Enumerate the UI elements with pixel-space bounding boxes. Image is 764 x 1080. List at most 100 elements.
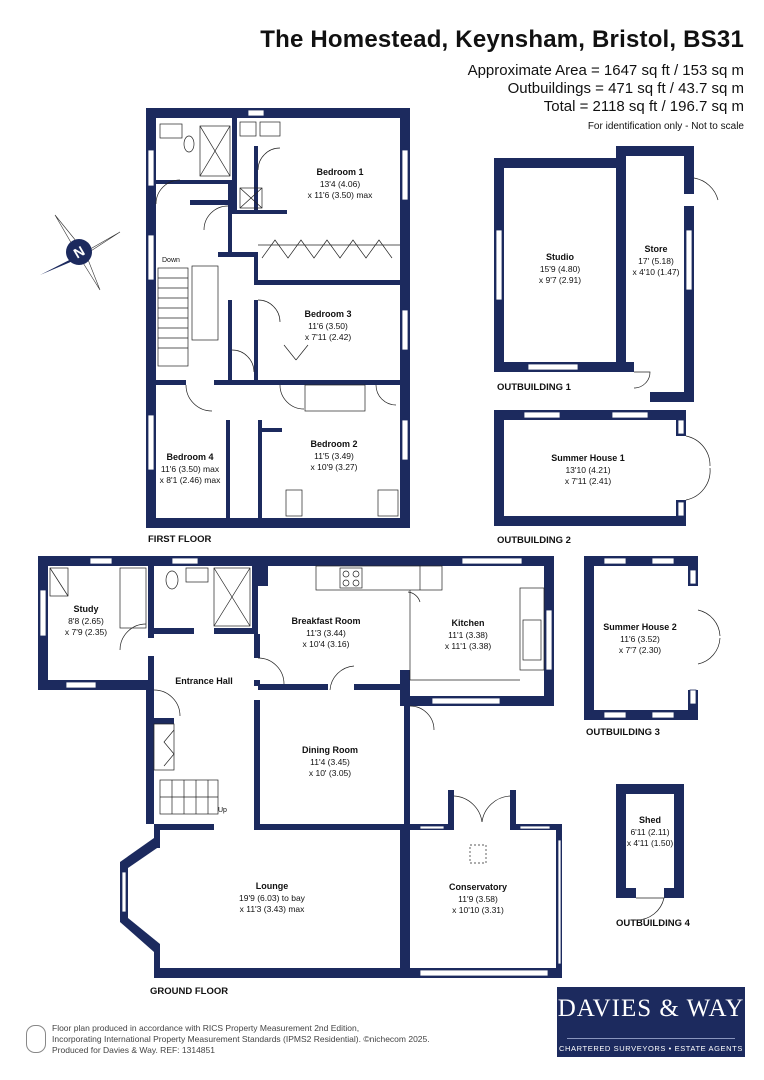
store-name: Store: [644, 244, 667, 254]
study-name: Study: [73, 604, 98, 614]
window: [121, 871, 127, 913]
study-dim2: x 7'9 (2.35): [65, 627, 107, 637]
outbuilding-1-label: OUTBUILDING 1: [497, 382, 572, 393]
logo-divider: [567, 1038, 735, 1039]
window: [603, 557, 627, 565]
conservatory-name: Conservatory: [449, 882, 507, 892]
outbuilding-4-plan: [616, 784, 684, 921]
ground-floor-plan: [38, 556, 562, 978]
window: [519, 825, 551, 830]
hall-name: Entrance Hall: [175, 676, 233, 686]
bedroom4-dim1: 11'6 (3.50) max: [161, 464, 220, 474]
shed-name: Shed: [639, 815, 661, 825]
summer2-dim1: 11'6 (3.52): [620, 634, 660, 644]
window: [495, 229, 503, 301]
window: [689, 689, 697, 705]
first-floor-label: FIRST FLOOR: [148, 534, 211, 545]
summer2-dim2: x 7'7 (2.30): [619, 645, 661, 655]
bedroom4-name: Bedroom 4: [166, 452, 213, 462]
logo-brand: DAVIES & WAY: [557, 995, 745, 1022]
shower-tray: [199, 125, 231, 177]
window: [685, 229, 693, 291]
bedroom2-name: Bedroom 2: [310, 439, 357, 449]
outbuilding-2-plan: [494, 410, 711, 526]
bedroom3-name: Bedroom 3: [304, 309, 351, 319]
summer1-dim2: x 7'11 (2.41): [565, 476, 612, 486]
outbuilding-4-label: OUTBUILDING 4: [616, 918, 691, 929]
summer1-name: Summer House 1: [551, 453, 625, 463]
conservatory-dim1: 11'9 (3.58): [458, 894, 498, 904]
footer-notes: Floor plan produced in accordance with R…: [52, 1023, 430, 1056]
stairs-first-floor: [157, 265, 219, 367]
window: [523, 411, 561, 419]
outbuilding-3-plan: [584, 556, 721, 720]
area-summary: Approximate Area = 1647 sq ft / 153 sq m…: [468, 62, 744, 116]
window: [401, 419, 409, 461]
lounge-dim1: 19'9 (6.03) to bay: [239, 893, 306, 903]
window: [247, 109, 265, 117]
first-floor-plan: [146, 108, 410, 528]
summer1-dim1: 13'10 (4.21): [565, 465, 610, 475]
washbasin: [259, 121, 281, 137]
kitchen-name: Kitchen: [451, 618, 484, 628]
breakfast-dim1: 11'3 (3.44): [306, 628, 346, 638]
dining-dim2: x 10' (3.05): [309, 768, 351, 778]
bedroom4-dim2: x 8'1 (2.46) max: [160, 475, 221, 485]
window: [677, 501, 685, 517]
breakfast-name: Breakfast Room: [291, 616, 360, 626]
lounge-name: Lounge: [256, 881, 289, 891]
window: [147, 149, 155, 187]
window: [147, 234, 155, 281]
dining-dim1: 11'4 (3.45): [310, 757, 350, 767]
window: [147, 414, 155, 471]
window: [39, 589, 47, 637]
window: [651, 711, 675, 719]
approximate-area: Approximate Area = 1647 sq ft / 153 sq m: [467, 62, 744, 79]
footer-line: Floor plan produced in accordance with R…: [52, 1023, 360, 1033]
footer-line: Produced for Davies & Way. REF: 1314851: [52, 1045, 215, 1055]
washbasin: [185, 567, 209, 583]
breakfast-dim2: x 10'4 (3.16): [303, 639, 350, 649]
measurement-standard-icon: [26, 1025, 46, 1053]
store-dim2: x 4'10 (1.47): [633, 267, 680, 277]
outbuilding-1-plan: [494, 146, 719, 402]
window: [419, 825, 445, 830]
studio-dim2: x 9'7 (2.91): [539, 275, 581, 285]
bedroom3-dim1: 11'6 (3.50): [308, 321, 348, 331]
ground-floor-label: GROUND FLOOR: [150, 986, 228, 997]
stairs-down-label: Down: [162, 257, 180, 264]
outbuilding-2-label: OUTBUILDING 2: [497, 535, 571, 546]
stairs-ground-floor: [159, 779, 219, 815]
window: [603, 711, 627, 719]
kitchen-dim2: x 11'1 (3.38): [445, 641, 492, 651]
window: [431, 697, 501, 705]
property-title: The Homestead, Keynsham, Bristol, BS31: [260, 26, 744, 53]
bedroom2-dim1: 11'5 (3.49): [314, 451, 354, 461]
studio-dim1: 15'9 (4.80): [540, 264, 581, 274]
toilet: [165, 570, 179, 590]
bedroom1-dim1: 13'4 (4.06): [320, 179, 361, 189]
bedroom2-dim2: x 10'9 (3.27): [311, 462, 358, 472]
window: [651, 557, 675, 565]
window: [89, 557, 113, 565]
store-dim1: 17' (5.18): [638, 256, 674, 266]
outbuildings-area: Outbuildings = 471 sq ft / 43.7 sq m: [507, 80, 744, 97]
window: [527, 363, 579, 371]
toilet: [183, 135, 195, 153]
window: [401, 309, 409, 351]
window: [461, 557, 523, 565]
window: [171, 557, 199, 565]
floor-labels: FIRST FLOOR GROUND FLOOR OUTBUILDING 1 O…: [148, 382, 691, 997]
compass-rose: N: [40, 214, 121, 291]
kitchen-dim1: 11'1 (3.38): [448, 630, 488, 640]
shower-tray: [213, 567, 251, 627]
stairs-up-label: Up: [218, 807, 227, 814]
logo-tagline: CHARTERED SURVEYORS • ESTATE AGENTS: [559, 1044, 743, 1053]
agent-logo: DAVIES & WAY CHARTERED SURVEYORS • ESTAT…: [557, 987, 745, 1057]
studio-name: Studio: [546, 252, 574, 262]
room-labels: Bedroom 1 13'4 (4.06) x 11'6 (3.50) max …: [65, 167, 680, 915]
window: [611, 411, 649, 419]
identification-note: For identification only - Not to scale: [587, 121, 744, 132]
bedroom3-dim2: x 7'11 (2.42): [305, 332, 352, 342]
window: [677, 419, 685, 435]
